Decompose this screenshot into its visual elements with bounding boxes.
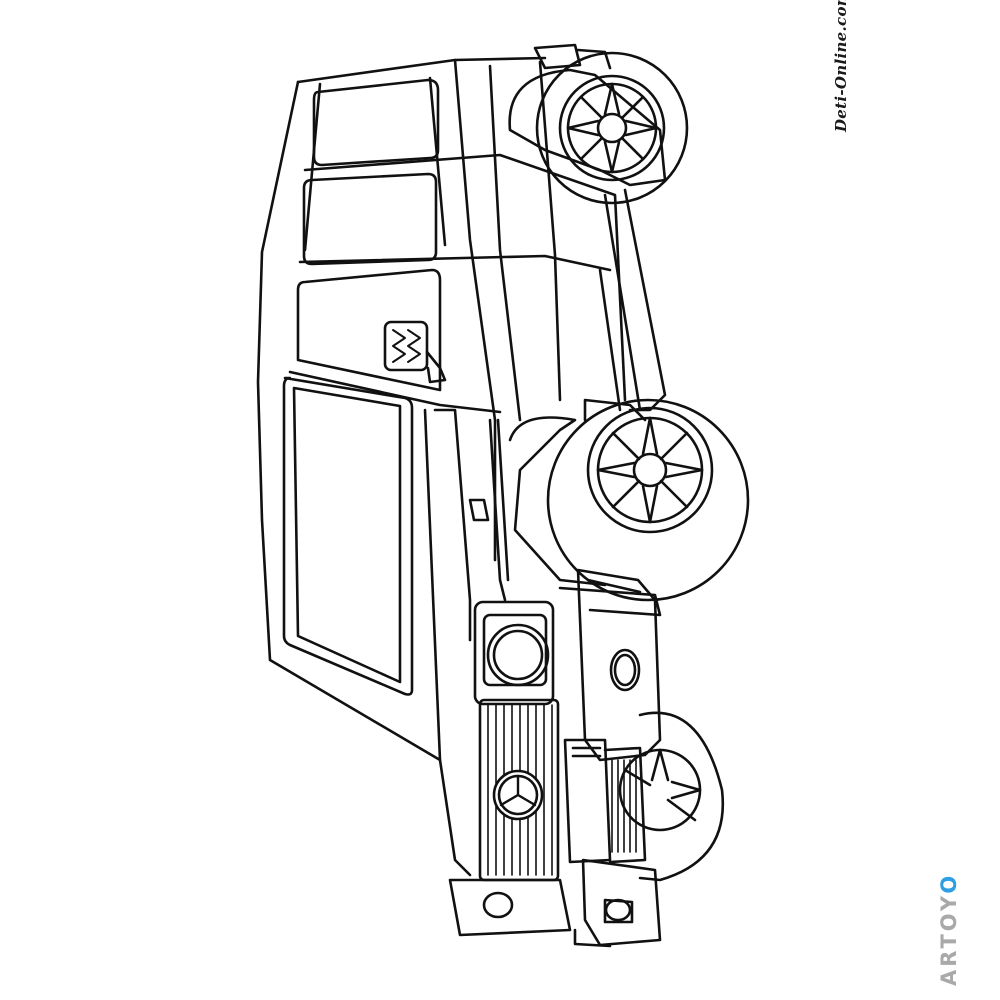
site-watermark: Deti-Online.com <box>832 0 850 132</box>
front-fender <box>576 568 662 762</box>
front-bumper <box>563 738 662 947</box>
brand-watermark-suffix: O <box>937 872 961 894</box>
middle-wheel <box>508 398 750 602</box>
running-boards <box>533 43 662 948</box>
brand-watermark-prefix: ARTOY <box>937 893 961 986</box>
rear-quarter-window <box>312 78 440 167</box>
rear-wheel <box>508 51 689 205</box>
car-body <box>256 56 667 877</box>
front-door-window <box>296 268 442 392</box>
side-mirror <box>383 320 447 384</box>
brand-watermark: ARTOYO <box>937 873 961 986</box>
side-windows <box>296 78 442 392</box>
headlight-upper <box>473 600 555 706</box>
grille <box>478 698 560 882</box>
hood <box>423 408 510 762</box>
windshield <box>282 376 414 696</box>
front-wheel <box>618 711 725 882</box>
fog-lights <box>448 878 634 937</box>
rear-door-window <box>302 172 438 266</box>
